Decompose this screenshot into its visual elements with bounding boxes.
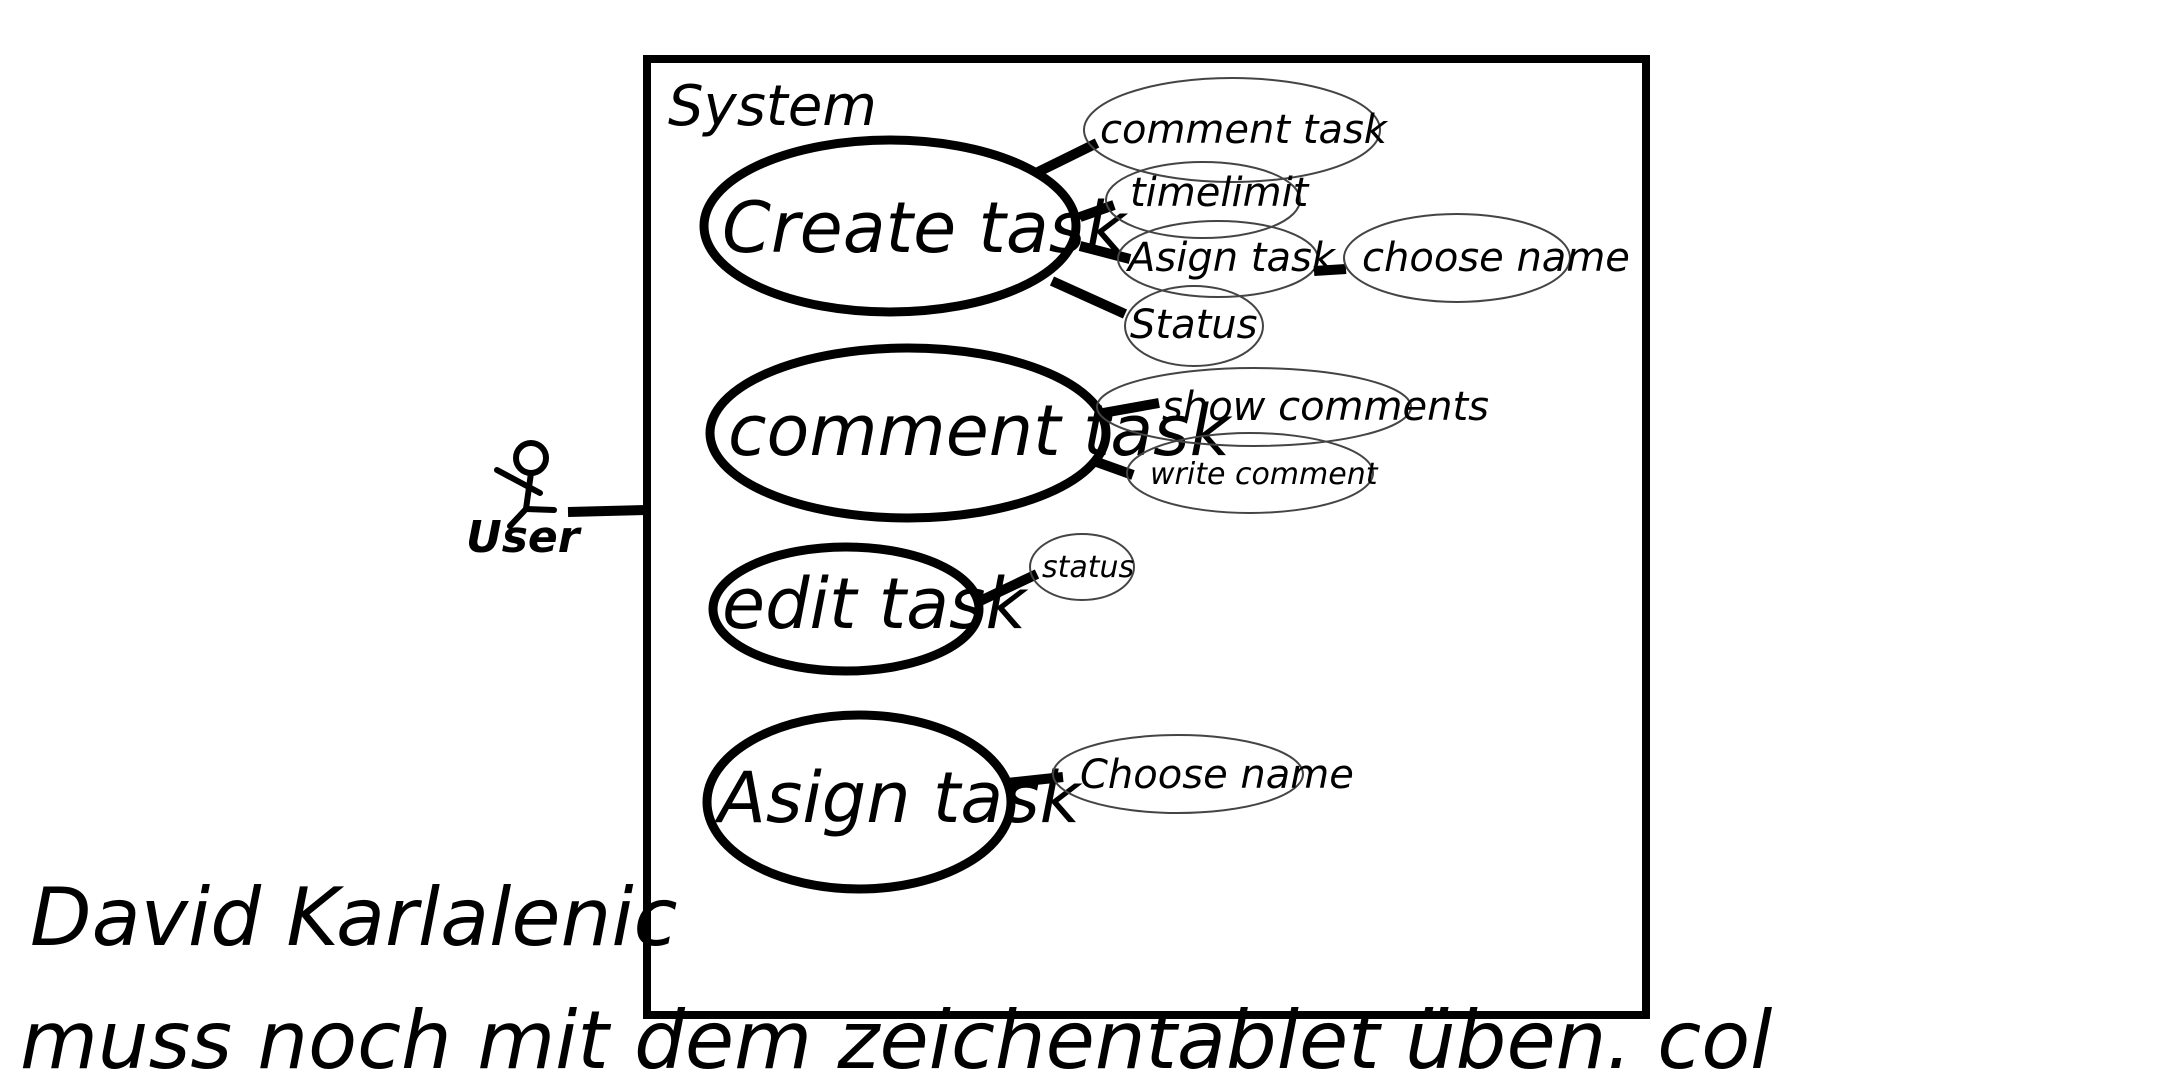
connector-comment-show xyxy=(1102,398,1160,418)
sub-use-cases xyxy=(1029,77,1571,814)
todo-note: muss noch mit dem zeichentablet üben. co… xyxy=(20,994,1772,1080)
use-case-label: edit task xyxy=(722,563,1028,645)
use-case-ellipse xyxy=(702,710,1016,894)
sub-ellipse-write-comment xyxy=(1126,432,1374,514)
actor-head xyxy=(513,440,549,476)
sub-label-status-edit: status xyxy=(1042,550,1134,585)
actor-arms xyxy=(494,467,543,496)
sub-ellipse-comment-task xyxy=(1083,77,1381,183)
sub-ellipse-show-comments xyxy=(1096,367,1412,447)
connector-create-assign xyxy=(1078,241,1132,264)
actor-leg-right xyxy=(523,506,557,513)
sub-label-show-comments: show comments xyxy=(1162,384,1489,430)
sub-label-timelimit: timelimit xyxy=(1130,170,1310,216)
connector-assign-choose xyxy=(1313,264,1347,276)
sub-label-comment-task: comment task xyxy=(1100,107,1389,153)
use-case-label: Create task xyxy=(722,187,1128,269)
sub-label-choose-name-assign: Choose name xyxy=(1080,752,1354,798)
sub-ellipse-timelimit xyxy=(1105,161,1301,239)
use-case-ellipse xyxy=(699,135,1081,317)
sub-label-assign-task: Asign task xyxy=(1125,235,1337,281)
user-actor xyxy=(494,440,557,529)
use-case-ellipse xyxy=(708,542,984,676)
use-case-edit-task: edit task xyxy=(708,542,1028,676)
use-case-comment-task: comment task xyxy=(705,343,1233,523)
use-case-label: comment task xyxy=(728,390,1233,472)
use-case-label: Asign task xyxy=(714,757,1083,839)
sub-ellipse-choose-name-assign xyxy=(1052,734,1304,814)
sub-ellipse-choose-name xyxy=(1343,213,1571,303)
sub-ellipse-assign-task xyxy=(1117,220,1319,298)
sub-ellipse-status xyxy=(1124,285,1264,367)
actor-label: User xyxy=(466,512,582,563)
sub-label-write-comment: write comment xyxy=(1150,457,1379,492)
use-case-ellipse xyxy=(705,343,1111,523)
actor-system-link xyxy=(567,505,648,517)
connector-create-comment xyxy=(1033,138,1100,178)
connector-create-status xyxy=(1049,276,1128,319)
sub-label-status: Status xyxy=(1130,302,1257,348)
connector-edit-status xyxy=(975,569,1040,607)
sub-ellipse-status-edit xyxy=(1029,533,1135,601)
author-note: David Karlalenic xyxy=(30,871,678,964)
actor-leg-left xyxy=(507,506,529,529)
actor-body xyxy=(523,470,534,512)
use-case-create-task: Create task xyxy=(699,135,1128,317)
system-boundary xyxy=(643,55,1650,1019)
system-label: System xyxy=(668,74,877,139)
use-case-assign-task: Asign task xyxy=(702,710,1083,894)
sub-label-choose-name: choose name xyxy=(1362,235,1630,281)
